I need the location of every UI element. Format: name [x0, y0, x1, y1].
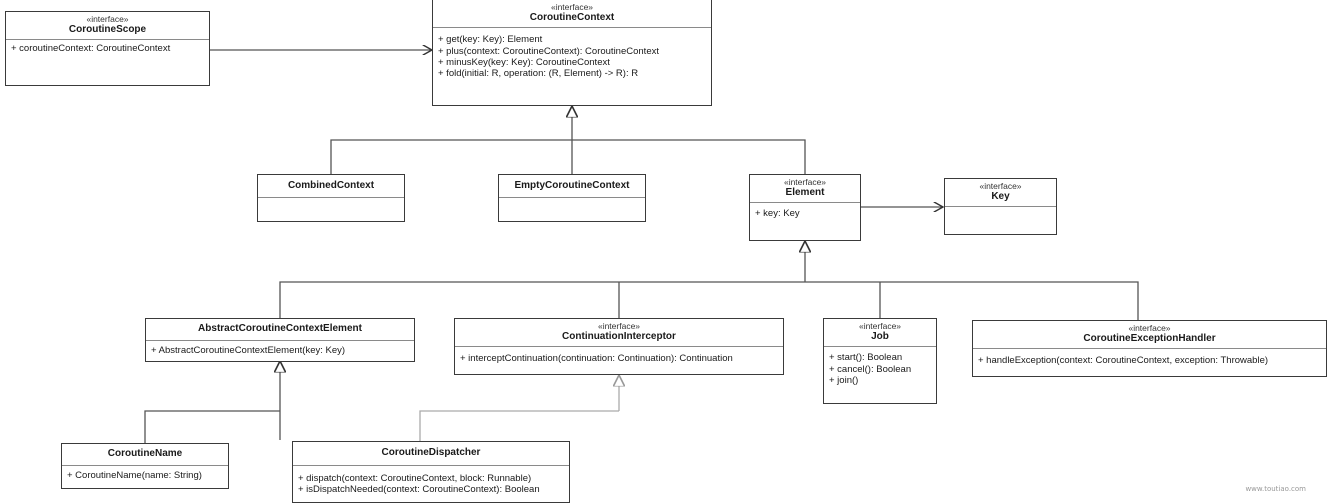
element-inheritance-tree	[279, 281, 1139, 320]
class-stereotype: «interface»	[979, 181, 1022, 191]
class-coroutine-dispatcher: CoroutineDispatcher + dispatch(context: …	[292, 441, 570, 503]
class-stereotype: «interface»	[783, 177, 827, 187]
class-name: Job	[871, 331, 889, 343]
class-members: + key: Key	[750, 203, 860, 222]
class-name: CombinedContext	[287, 180, 375, 191]
class-member: + join()	[829, 374, 859, 386]
class-member: + handleException(context: CoroutineCont…	[978, 355, 1269, 367]
class-header: AbstractCoroutineContextElement	[146, 319, 414, 341]
class-header: CombinedContext	[258, 175, 404, 198]
class-name: CoroutineName	[107, 448, 183, 459]
class-header: «interface» CoroutineContext	[433, 0, 711, 29]
class-stereotype: «interface»	[1128, 323, 1171, 333]
class-member: + CoroutineName(name: String)	[67, 470, 202, 481]
class-member: + plus(context: CoroutineContext): Corou…	[438, 45, 659, 57]
class-members: + coroutineContext: CoroutineContext	[6, 40, 209, 57]
class-header: «interface» ContinuationInterceptor	[455, 319, 783, 348]
class-key: «interface» Key	[944, 178, 1057, 235]
class-name: AbstractCoroutineContextElement	[198, 323, 362, 334]
class-header: «interface» CoroutineScope	[6, 12, 209, 41]
class-stereotype: «interface»	[858, 321, 902, 331]
class-header: CoroutineDispatcher	[293, 442, 569, 466]
watermark-text: www.toutiao.com	[1245, 485, 1306, 493]
class-job: «interface» Job + start(): Boolean + can…	[823, 318, 937, 404]
class-members: + dispatch(context: CoroutineContext, bl…	[293, 466, 569, 499]
class-members: + get(key: Key): Element + plus(context:…	[433, 28, 711, 83]
class-members: + interceptContinuation(continuation: Co…	[455, 347, 783, 367]
class-stereotype: «interface»	[550, 2, 594, 12]
class-stereotype: «interface»	[597, 321, 641, 331]
class-member: + get(key: Key): Element	[438, 34, 543, 46]
class-name: CoroutineDispatcher	[381, 447, 481, 458]
class-coroutine-exception-handler: «interface» CoroutineExceptionHandler + …	[972, 320, 1327, 377]
class-name: CoroutineExceptionHandler	[1083, 333, 1216, 345]
class-member: + start(): Boolean	[829, 352, 903, 364]
class-member: + fold(initial: R, operation: (R, Elemen…	[438, 68, 639, 80]
class-coroutine-scope: «interface» CoroutineScope + coroutineCo…	[5, 11, 210, 86]
class-member: + isDispatchNeeded(context: CoroutineCon…	[298, 484, 540, 496]
class-element: «interface» Element + key: Key	[749, 174, 861, 241]
class-member: + key: Key	[755, 208, 800, 220]
class-header: «interface» Element	[750, 175, 860, 204]
class-name: Element	[785, 187, 825, 199]
class-member: + coroutineContext: CoroutineContext	[11, 43, 171, 55]
class-header: «interface» CoroutineExceptionHandler	[973, 321, 1326, 350]
class-combined-context: CombinedContext	[257, 174, 405, 222]
class-stereotype: «interface»	[86, 14, 129, 24]
class-name: Key	[991, 191, 1010, 203]
class-name: CoroutineScope	[68, 24, 147, 36]
class-member: + dispatch(context: CoroutineContext, bl…	[298, 473, 532, 484]
class-name: CoroutineContext	[529, 12, 615, 24]
context-inheritance-tree	[330, 139, 806, 174]
class-abstract-coroutine-context-element: AbstractCoroutineContextElement + Abstra…	[145, 318, 415, 362]
class-empty-coroutine-context: EmptyCoroutineContext	[498, 174, 646, 222]
class-coroutine-name: CoroutineName + CoroutineName(name: Stri…	[61, 443, 229, 489]
class-continuation-interceptor: «interface» ContinuationInterceptor + in…	[454, 318, 784, 375]
class-members: + start(): Boolean + cancel(): Boolean +…	[824, 347, 936, 389]
class-member: + AbstractCoroutineContextElement(key: K…	[151, 345, 346, 356]
class-members: + AbstractCoroutineContextElement(key: K…	[146, 341, 414, 359]
class-members: + CoroutineName(name: String)	[62, 466, 228, 484]
class-header: CoroutineName	[62, 444, 228, 466]
class-header: «interface» Key	[945, 179, 1056, 208]
class-member: + cancel(): Boolean	[829, 363, 912, 375]
class-header: «interface» Job	[824, 319, 936, 348]
class-members: + handleException(context: CoroutineCont…	[973, 349, 1326, 369]
class-name: EmptyCoroutineContext	[514, 180, 630, 191]
class-coroutine-context: «interface» CoroutineContext + get(key: …	[432, 0, 712, 106]
class-member: + interceptContinuation(continuation: Co…	[460, 353, 733, 365]
class-header: EmptyCoroutineContext	[499, 175, 645, 198]
class-name: ContinuationInterceptor	[562, 331, 676, 343]
class-member: + minusKey(key: Key): CoroutineContext	[438, 56, 610, 68]
